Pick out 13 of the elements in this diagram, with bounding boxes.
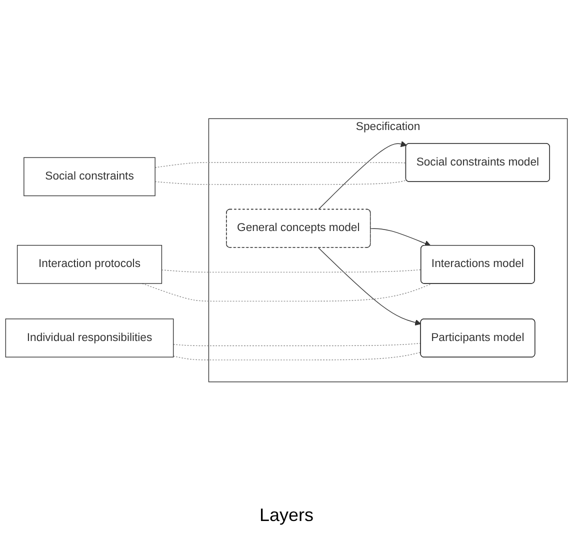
connector [154,162,406,168]
arrow [318,140,407,210]
arrow [318,247,422,326]
connector [172,352,422,360]
connector [161,269,422,272]
caption-text: Layers [259,505,314,526]
connector [154,180,407,185]
connector [172,342,422,346]
connector [142,282,432,302]
node-box: Social constraints [24,156,156,196]
arrow [370,228,431,246]
node-box: Interaction protocols [16,244,162,284]
node-box: Individual responsibilities [5,318,174,358]
